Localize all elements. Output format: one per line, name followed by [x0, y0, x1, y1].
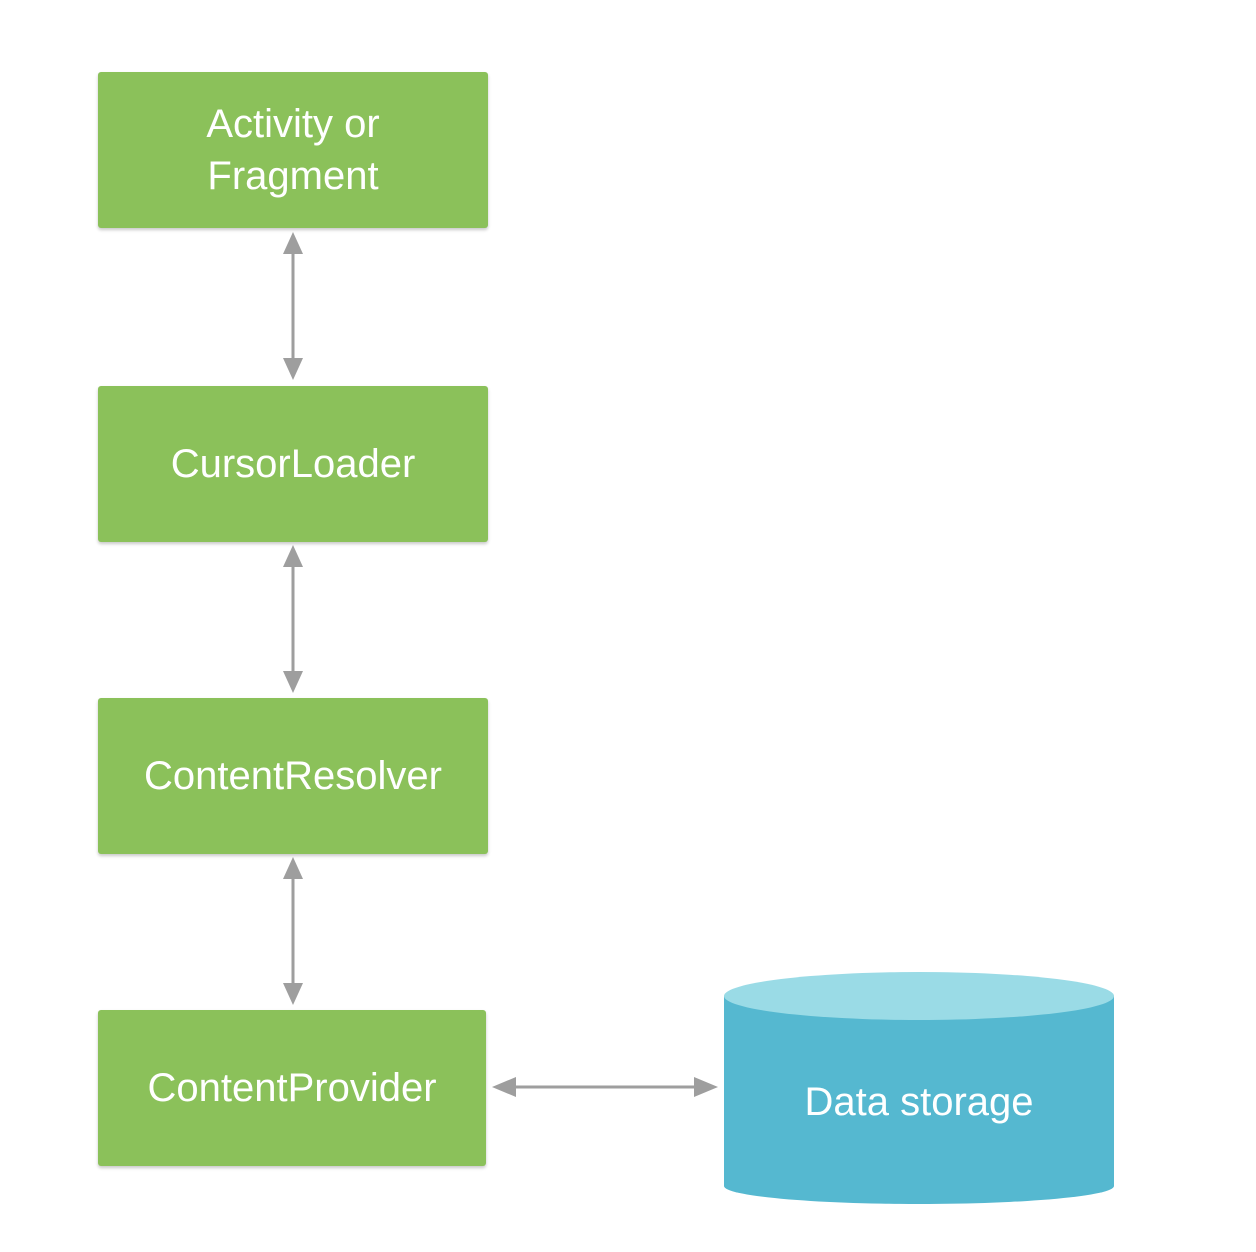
arrow-loader-resolver [283, 545, 303, 693]
activity-label-line-1: Activity or [206, 102, 380, 146]
cursor-loader-node: CursorLoader [98, 386, 488, 542]
content-resolver-label: ContentResolver [144, 754, 442, 798]
cylinder-top [724, 972, 1114, 1020]
arrow-activity-loader [283, 232, 303, 380]
activity-label-line-2: Fragment [207, 154, 379, 198]
data-storage-cylinder [724, 972, 1114, 1204]
activity-or-fragment-node: Activity or Fragment [98, 72, 488, 228]
data-storage-label: Data storage [804, 1079, 1034, 1124]
arrow-provider-storage [492, 1077, 718, 1097]
content-provider-label: ContentProvider [147, 1066, 437, 1110]
content-resolver-node: ContentResolver [98, 698, 488, 854]
cursor-loader-label: CursorLoader [170, 442, 416, 486]
content-provider-node: ContentProvider [98, 1010, 486, 1166]
activity-node-label: Activity or Fragment [206, 98, 379, 202]
cylinder-body [724, 996, 1114, 1204]
arrow-resolver-provider [283, 857, 303, 1005]
